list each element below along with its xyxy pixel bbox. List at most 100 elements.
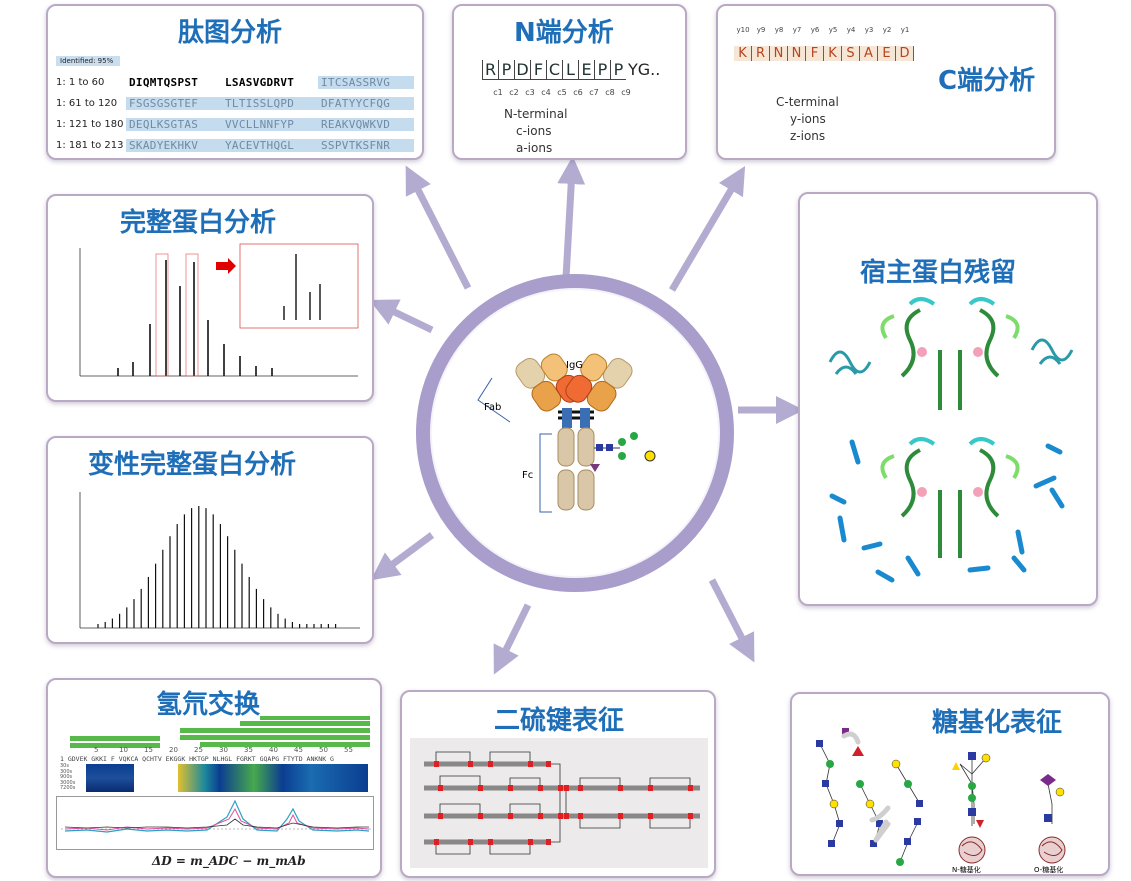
arrow-to-cterm <box>668 165 746 292</box>
ion-label: y10 <box>736 26 750 34</box>
panel-title: 宿主蛋白残留 <box>860 258 1017 288</box>
sequence-suffix: YG.. <box>628 60 661 79</box>
panel-title: 氢氘交换 <box>156 690 261 720</box>
residue: F <box>530 60 546 80</box>
arrow-to-intact <box>369 299 434 334</box>
sequence-block: FSGSGSGTEF <box>126 97 222 110</box>
arrow-to-peptide <box>405 165 472 290</box>
position-tick: 10 <box>119 746 128 754</box>
ion-label: y7 <box>792 26 802 34</box>
ion-label: c9 <box>621 88 631 97</box>
ion-label: c4 <box>541 88 551 97</box>
sequence-block: YACEVTHQGL <box>222 139 318 152</box>
sequence-range: 1: 1 to 60 <box>56 77 105 88</box>
panel-title: C端分析 <box>938 66 1036 96</box>
arrow-to-denatured <box>370 532 435 581</box>
igg-diagram: IgG Fab Fc <box>477 353 656 513</box>
center-igg: IgG Fab Fc <box>470 330 680 550</box>
sequence-block: DIQMTQSPST <box>126 76 222 89</box>
sequence-block: SKADYEKHKV <box>126 139 222 152</box>
identified-badge: Identified: 95% <box>56 56 120 66</box>
position-tick: 50 <box>319 746 328 754</box>
igg-label: IgG <box>566 360 583 371</box>
sequence-range: 1: 61 to 120 <box>56 98 118 109</box>
sequence-block: DFATYYCFQG <box>318 97 414 110</box>
position-tick: 20 <box>169 746 178 754</box>
disulfide-map <box>410 738 708 868</box>
ion-label: y3 <box>864 26 874 34</box>
residue: R <box>482 60 498 80</box>
ion-label: y4 <box>846 26 856 34</box>
position-tick: 40 <box>269 746 278 754</box>
a-ions-label: a-ions <box>516 141 553 155</box>
z-ions-label: z-ions <box>790 129 826 143</box>
arrow-to-glyco <box>708 578 755 663</box>
position-tick: 45 <box>294 746 303 754</box>
sequence-range: 1: 181 to 213 <box>56 140 124 151</box>
sequence-block: REAKVQWKVD <box>318 118 414 131</box>
time-label: 900s <box>60 774 73 780</box>
residue: D <box>896 46 914 61</box>
residue: P <box>594 60 610 80</box>
ion-label: y6 <box>810 26 820 34</box>
ion-label: y1 <box>900 26 910 34</box>
sequence-range: 1: 121 to 180 <box>56 119 124 130</box>
position-tick: 15 <box>144 746 153 754</box>
ion-label: c8 <box>605 88 615 97</box>
residue: S <box>842 46 860 61</box>
hdx-sequence: 1 GDVEK GKKI F VQKCA QCHTV EKGGK HKTGP N… <box>60 755 334 763</box>
panel-host-cell-protein: 宿主蛋白残留 <box>798 192 1098 606</box>
panel-title: 二硫键表征 <box>494 706 625 736</box>
position-tick: 5 <box>94 746 99 754</box>
hdx-difference-plot <box>56 796 374 850</box>
time-label: 30s <box>60 763 69 769</box>
time-label: 3000s <box>60 779 76 786</box>
ion-label: c6 <box>573 88 583 97</box>
sequence-block: DEQLKSGTAS <box>126 118 222 131</box>
ion-label: c2 <box>509 88 519 97</box>
sequence-block: LSASVGDRVT <box>222 76 318 89</box>
residue: E <box>578 60 594 80</box>
host-protein-illustration <box>828 297 1074 583</box>
residue: N <box>770 46 788 61</box>
sequence-block: SSPVTKSFNR <box>318 139 414 152</box>
arrow-to-disulfide <box>493 603 532 675</box>
intact-mass-spectrum <box>79 243 359 377</box>
sequence-block: ITCSASSRVG <box>318 76 414 89</box>
residue: E <box>878 46 896 61</box>
c-ions-label: c-ions <box>516 124 552 138</box>
panel-title: N端分析 <box>514 18 614 48</box>
residue: N <box>788 46 806 61</box>
position-tick: 55 <box>344 746 353 754</box>
ion-label: c7 <box>589 88 599 97</box>
residue: K <box>734 46 752 61</box>
residue: C <box>546 60 562 80</box>
residue: L <box>562 60 578 80</box>
sequence-block: TLTISSLQPD <box>222 97 318 110</box>
residue: A <box>860 46 878 61</box>
arrow-to-nterm <box>557 156 586 279</box>
ion-label: y8 <box>774 26 784 34</box>
fc-label: Fc <box>522 470 533 481</box>
panel-glycosylation: 糖基化表征 <box>790 692 1110 876</box>
n-labels: N-terminal c-ions a-ions <box>504 106 567 157</box>
panel-title: 变性完整蛋白分析 <box>88 450 297 480</box>
n-terminal-label: N-terminal <box>504 107 568 121</box>
time-label: 7200s <box>60 785 76 791</box>
y-ions-label: y-ions <box>790 112 826 126</box>
n-glyco-label: N-糖基化 <box>952 865 981 874</box>
residue: P <box>498 60 514 80</box>
sequence-block: VVCLLNNFYP <box>222 118 318 131</box>
